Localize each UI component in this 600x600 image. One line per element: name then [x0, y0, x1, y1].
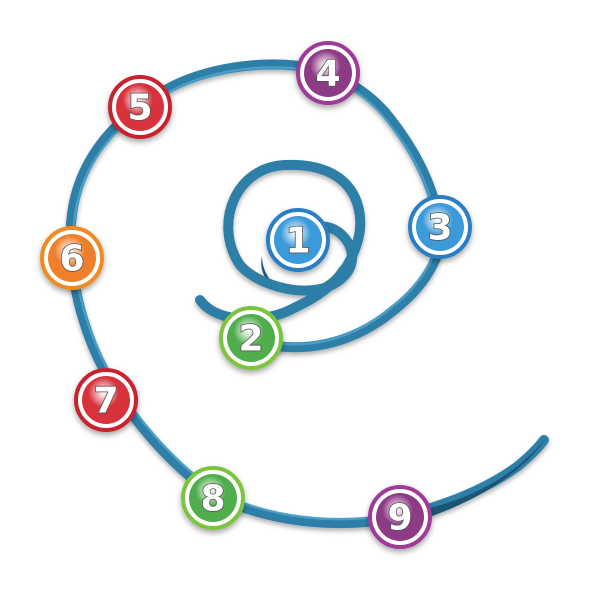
node-fill: [376, 493, 424, 541]
nodes-layer: 1 2 3 4 5 6 7 8 9: [40, 41, 472, 549]
node-4: 4: [296, 41, 360, 105]
node-label: 6: [59, 239, 84, 280]
node-1: 1: [266, 208, 330, 272]
node-8: 8: [181, 466, 245, 530]
node-label: 5: [127, 88, 152, 129]
node-label: 4: [315, 54, 340, 95]
node-label: 2: [238, 319, 263, 360]
node-label: 1: [285, 221, 310, 262]
node-label: 8: [200, 479, 225, 520]
node-fill: [304, 49, 352, 97]
node-label: 3: [427, 208, 452, 249]
node-5: 5: [108, 75, 172, 139]
node-fill: [48, 234, 96, 282]
node-9: 9: [368, 485, 432, 549]
node-7: 7: [74, 368, 138, 432]
node-fill: [227, 314, 275, 362]
spiral-outer-tail: [430, 438, 546, 516]
node-label: 7: [93, 381, 118, 422]
node-fill: [416, 203, 464, 251]
node-fill: [274, 216, 322, 264]
node-3: 3: [408, 195, 472, 259]
node-6: 6: [40, 226, 104, 290]
node-label: 9: [387, 498, 412, 539]
node-fill: [189, 474, 237, 522]
node-fill: [116, 83, 164, 131]
node-2: 2: [219, 306, 283, 370]
node-fill: [82, 376, 130, 424]
